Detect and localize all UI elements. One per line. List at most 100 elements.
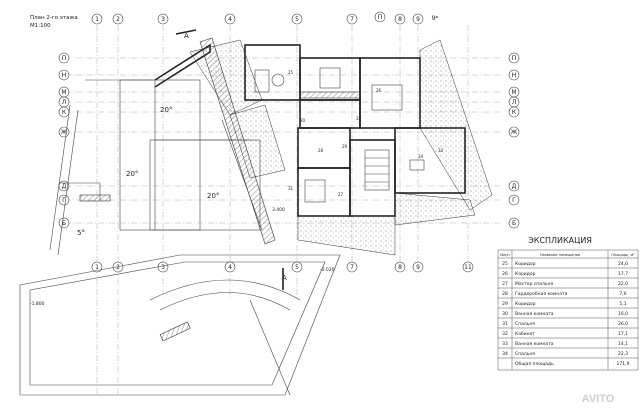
level-mark: -0.020: [320, 267, 335, 273]
axis-right-label: П: [512, 55, 517, 62]
axis-top-label: 9: [416, 16, 420, 23]
explication-row-area: 17,1: [618, 331, 628, 337]
section-mark: А: [184, 32, 189, 40]
axis-right-label: Б: [512, 220, 516, 227]
axis-bottom-label: 4: [228, 264, 232, 271]
left-axis-markers: П Н М Л К Ж Д Г Б: [58, 52, 70, 229]
axis-top-label: 3: [161, 16, 165, 23]
axis-left-label: Б: [62, 220, 66, 227]
explication-row-number: 27: [502, 281, 508, 287]
bottom-axis-markers: 1 2 3 4 5 7 8 9 11: [91, 261, 474, 273]
axis-bottom-label: 3: [161, 264, 165, 271]
explication-row-name: Гардеробная комната: [515, 291, 568, 297]
explication-row-area: 24,0: [618, 261, 628, 267]
axis-bottom-label: 9: [416, 264, 420, 271]
axis-bottom-label: 5: [295, 264, 299, 271]
level-mark: -1.800: [30, 301, 45, 307]
explication-row-name: Коридор: [515, 261, 536, 267]
explication-row-number: 25: [502, 261, 508, 267]
svg-text:26: 26: [376, 88, 382, 93]
explication-row-number: 34: [502, 351, 508, 357]
explication-row-number: 31: [502, 321, 508, 327]
svg-text:33: 33: [438, 148, 444, 153]
axis-left-label: Л: [62, 99, 67, 106]
axis-top-label: 8: [398, 16, 402, 23]
explication-total-value: 171,9: [617, 361, 630, 367]
svg-text:31: 31: [288, 186, 294, 191]
explication-row-area: 7,6: [619, 291, 626, 297]
svg-text:32: 32: [356, 116, 362, 121]
explication-header-area: Площадь, м²: [611, 253, 635, 257]
explication-row-area: 22,0: [618, 281, 628, 287]
right-axis-markers: П Н М Л К Ж Д Г Б: [508, 52, 520, 229]
explication-row-number: 26: [502, 271, 508, 277]
terraces: [297, 39, 493, 256]
slope-label: 20°: [160, 106, 172, 114]
angled-wall: [189, 37, 286, 245]
explication-row-name: Ванная комната: [515, 341, 554, 347]
sheet-title: План 2-го этажа: [30, 15, 78, 21]
explication-header-name: Название помещения: [540, 253, 580, 257]
svg-text:28: 28: [318, 148, 324, 153]
top-axis-markers: 1 2 3 4 5 7 П 8 9 9*: [91, 11, 439, 25]
axis-top-label: 5: [295, 16, 299, 23]
explication-row-area: 14,1: [618, 341, 628, 347]
axis-left-label: Н: [62, 72, 67, 79]
axis-right-label: Д: [512, 183, 517, 190]
axis-left-label: К: [62, 109, 67, 116]
axis-left-label: Г: [62, 197, 66, 204]
explication-row-area: 17,7: [618, 271, 628, 277]
axis-left-label: Ж: [61, 129, 68, 136]
explication-row-number: 32: [502, 331, 508, 337]
explication-row-area: 22,3: [618, 351, 628, 357]
explication-row-number: 30: [502, 311, 508, 317]
axis-right-label: Ж: [511, 129, 518, 136]
explication-row-name: Коридор: [515, 301, 536, 307]
axis-top-label: П: [378, 14, 383, 21]
explication-row-number: 33: [502, 341, 508, 347]
watermark: AVITO: [582, 393, 615, 405]
explication-row-name: Кабинет: [515, 331, 535, 337]
explication-row-name: Спальня: [515, 321, 535, 327]
explication-row-name: Коридор: [515, 271, 536, 277]
axis-right-label: Н: [512, 72, 517, 79]
explication-table: ЭКСПЛИКАЦИЯ №п/п Название помещения Площ…: [497, 236, 639, 371]
explication-row-name: Спальня: [515, 351, 535, 357]
slope-label: 20°: [207, 192, 219, 200]
axis-bottom-label: 2: [116, 264, 120, 271]
explication-header-num: №п/п: [500, 253, 509, 257]
axis-top-label: 7: [350, 16, 354, 23]
slope-label: 5°: [77, 229, 85, 237]
axis-left-label: П: [62, 55, 67, 62]
axis-bottom-label: 1: [95, 264, 99, 271]
axis-right-label: К: [512, 109, 517, 116]
lower-roof: [19, 254, 341, 396]
axis-bottom-label: 7: [350, 264, 354, 271]
room-tags: 25 26 27 28 29 30 31 32 33 34: [288, 70, 444, 197]
axis-right-label: Л: [512, 99, 517, 106]
axis-top-label: 4: [228, 16, 232, 23]
explication-title: ЭКСПЛИКАЦИЯ: [528, 236, 592, 245]
axis-right-label: М: [511, 89, 516, 96]
level-mark: 3.400: [272, 207, 285, 213]
svg-text:25: 25: [288, 70, 294, 75]
explication-total-label: Общая площадь: [515, 361, 554, 367]
slope-label: 20°: [126, 170, 138, 178]
axis-left-label: Д: [62, 183, 67, 190]
axis-top-label: 9*: [432, 15, 439, 22]
section-mark: А: [282, 274, 287, 282]
explication-row-area: 26,0: [618, 321, 628, 327]
axis-bottom-label: 11: [464, 264, 472, 271]
svg-text:30: 30: [300, 118, 306, 123]
axis-left-label: М: [61, 89, 66, 96]
explication-row-name: Мастер спальня: [515, 281, 553, 287]
svg-text:27: 27: [338, 192, 344, 197]
svg-text:29: 29: [342, 144, 348, 149]
axis-right-label: Г: [512, 197, 516, 204]
explication-row-number: 28: [502, 291, 508, 297]
svg-text:34: 34: [418, 154, 424, 159]
axis-top-label: 1: [95, 16, 99, 23]
explication-row-area: 16,0: [618, 311, 628, 317]
